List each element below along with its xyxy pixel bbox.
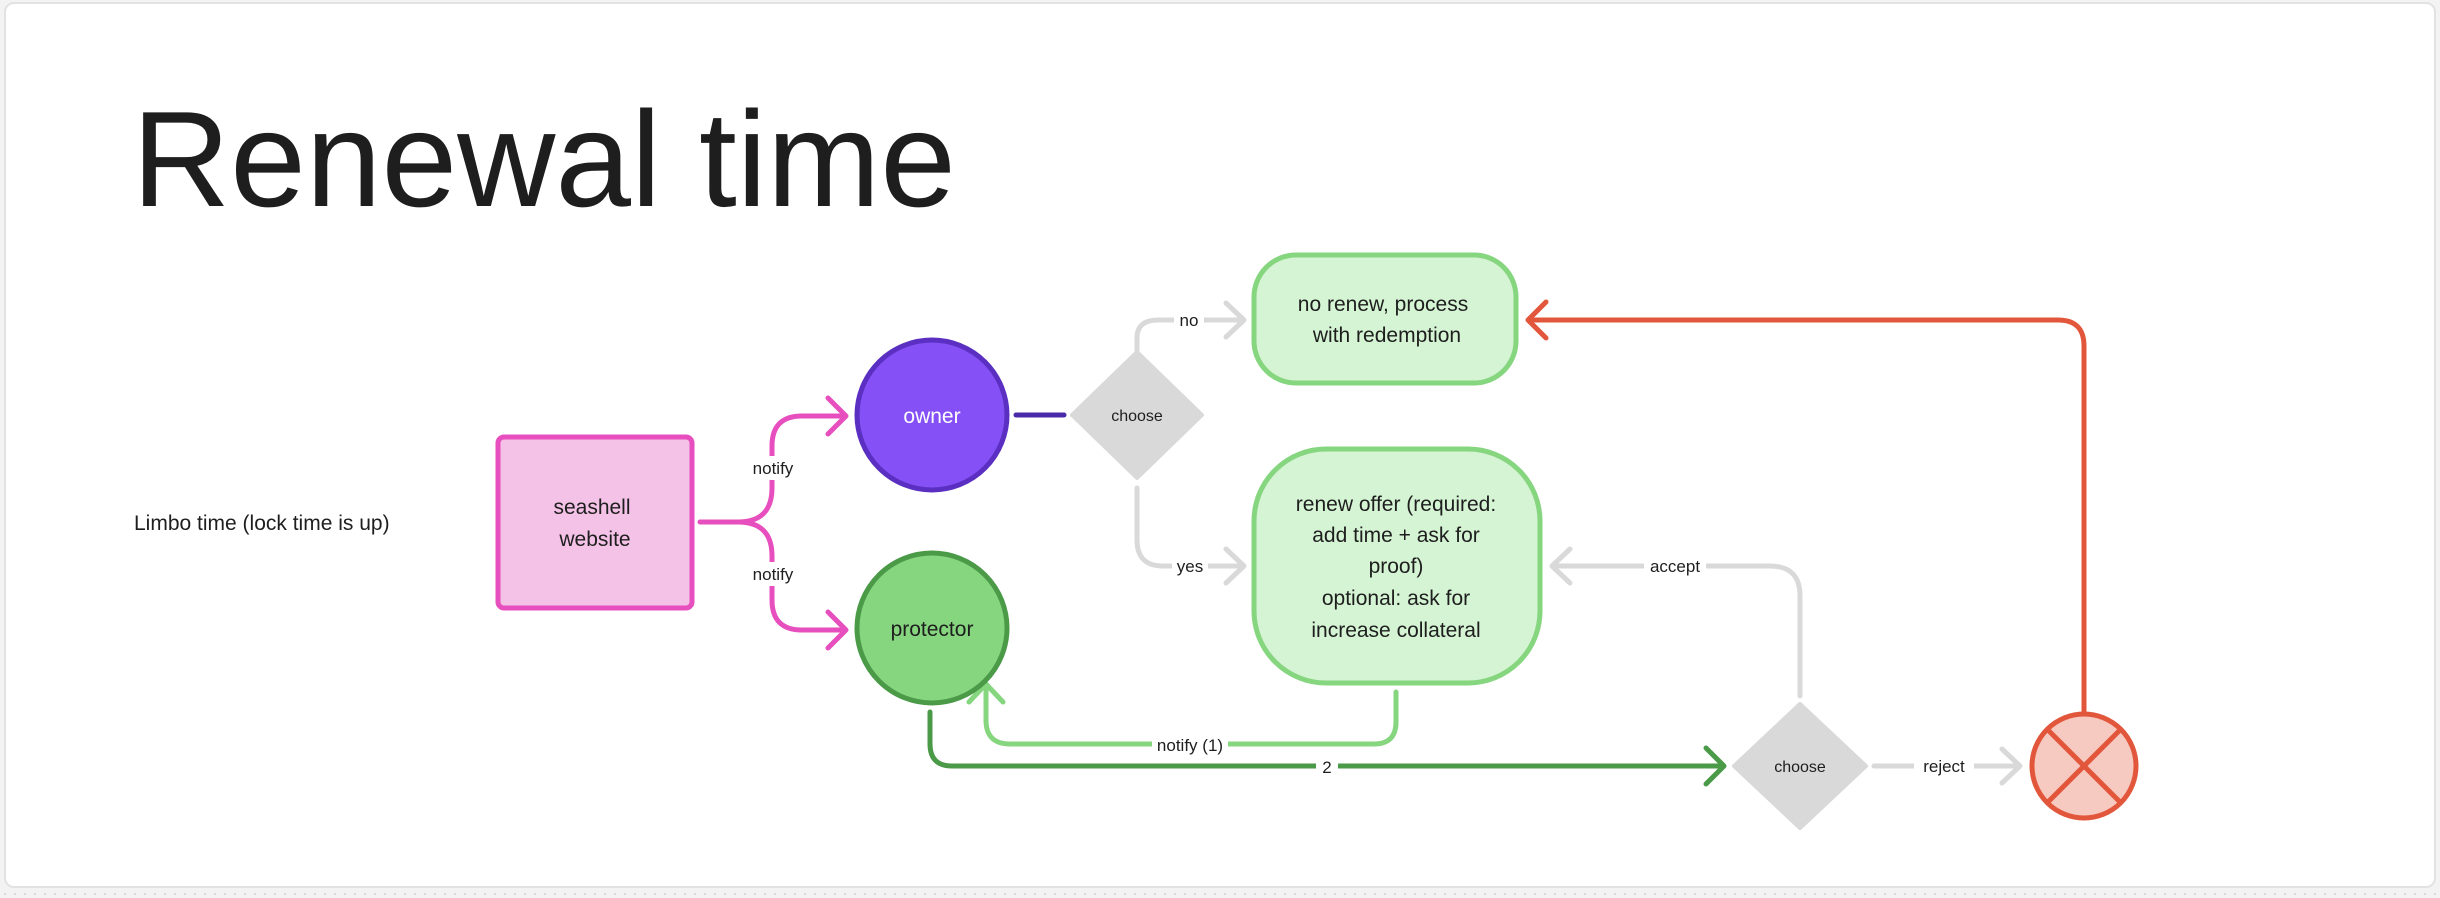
arrowhead-icon — [1703, 745, 1727, 787]
edge-notify-1[interactable]: notify (1) — [966, 681, 1399, 756]
node-label-line: website — [558, 528, 630, 551]
node-label-line: increase collateral — [1311, 619, 1480, 642]
decision-choose-protector[interactable]: choose — [1732, 702, 1868, 830]
node-seashell-website[interactable]: seashell website — [495, 434, 695, 611]
arrowhead-icon — [825, 609, 849, 651]
edge-yes[interactable]: yes — [1134, 485, 1247, 586]
node-protector[interactable]: protector — [854, 550, 1010, 706]
edge-label-two: 2 — [1322, 758, 1331, 777]
decision-label: choose — [1111, 408, 1163, 425]
edge-notify-protector[interactable]: notify — [735, 519, 849, 651]
node-label-line: seashell — [553, 496, 630, 519]
arrowhead-icon — [1549, 546, 1573, 586]
node-label-line: no renew, process — [1298, 293, 1468, 316]
node-label-line: renew offer (required: — [1296, 493, 1496, 516]
edge-label-notify-protector: notify — [753, 565, 794, 584]
node-label-line: with redemption — [1312, 324, 1461, 347]
canvas-dot-grid — [0, 890, 2440, 898]
arrowhead-icon — [1999, 746, 2023, 786]
edge-two[interactable]: 2 — [927, 709, 1727, 787]
decision-label: choose — [1774, 759, 1826, 776]
edge-label-notify-owner: notify — [753, 459, 794, 478]
arrowhead-icon — [1223, 300, 1247, 340]
edge-label-accept: accept — [1650, 557, 1700, 576]
edge-reject[interactable]: reject — [1871, 746, 2023, 786]
decision-choose-owner[interactable]: choose — [1070, 350, 1204, 480]
node-label: protector — [891, 618, 974, 641]
node-renew-offer[interactable]: renew offer (required: add time + ask fo… — [1251, 446, 1543, 686]
node-label-line: optional: ask for — [1322, 587, 1470, 610]
node-label-line: add time + ask for — [1312, 524, 1480, 547]
node-reject-end[interactable] — [2029, 711, 2139, 821]
node-label: owner — [903, 405, 960, 428]
node-no-renew[interactable]: no renew, process with redemption — [1251, 252, 1519, 386]
node-owner[interactable]: owner — [854, 337, 1010, 493]
edge-label-no: no — [1180, 311, 1199, 330]
limbo-time-label: Limbo time (lock time is up) — [134, 512, 390, 535]
page-title: Renewal time — [132, 83, 956, 235]
edge-label-notify-1: notify (1) — [1157, 736, 1223, 755]
edge-no[interactable]: no — [1134, 300, 1247, 353]
edge-accept[interactable]: accept — [1549, 546, 1803, 699]
edge-label-reject: reject — [1923, 757, 1965, 776]
arrowhead-icon — [966, 681, 1006, 705]
edge-notify-owner[interactable]: notify — [697, 395, 849, 525]
edge-reject-to-no-renew[interactable] — [1525, 299, 2087, 715]
edge-label-yes: yes — [1177, 557, 1203, 576]
arrowhead-icon — [1525, 299, 1549, 341]
arrowhead-icon — [1223, 546, 1247, 586]
x-cross-icon — [2045, 727, 2123, 805]
node-label-line: proof) — [1369, 555, 1424, 578]
arrowhead-icon — [825, 395, 849, 437]
